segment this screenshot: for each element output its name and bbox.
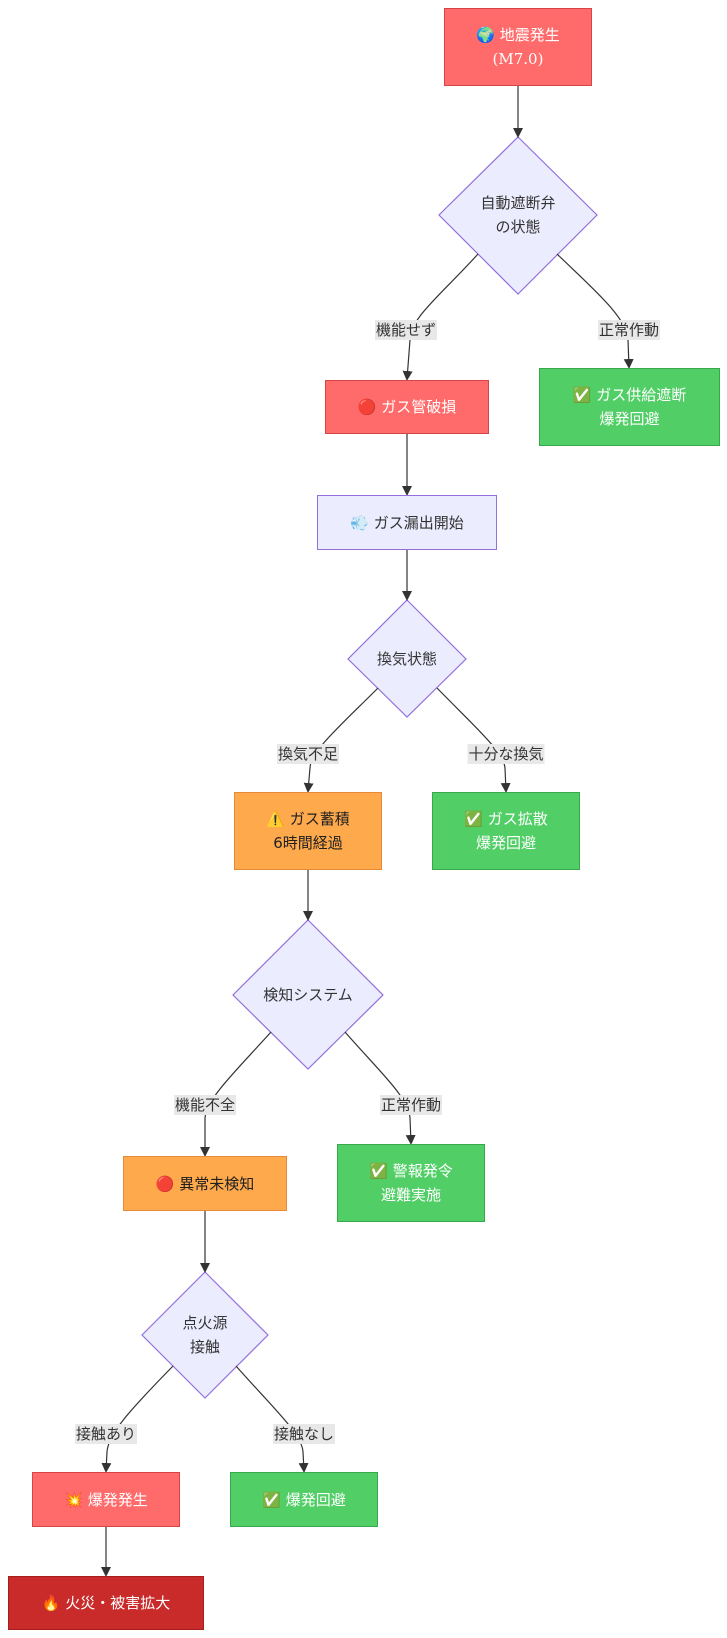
edge-label-contact-no: 接触なし	[272, 1424, 336, 1444]
decision-detection-line1: 検知システム	[263, 986, 353, 1004]
decision-ignition-line2: 接触	[189, 1338, 220, 1356]
edge-ventilation-to-dispersion	[436, 687, 511, 793]
node-earthquake: 🌍 地震発生 (M7.0)	[444, 8, 592, 86]
node-explosion-line1: 💥 爆発発生	[64, 1490, 148, 1509]
node-leak-start-line1: 💨 ガス漏出開始	[350, 513, 464, 532]
edge-label-vent-good: 十分な換気	[467, 744, 545, 764]
edge-valve-to-pipe-break	[402, 253, 479, 381]
node-pipe-break-line1: 🔴 ガス管破損	[357, 398, 457, 416]
edge-ignition-to-avoided	[235, 1365, 309, 1473]
node-explosion-avoided: ✅ 爆発回避	[230, 1472, 378, 1527]
node-supply-cut-line1: ✅ ガス供給遮断	[572, 386, 687, 404]
node-fire-damage: 🔥 火災・被害拡大	[8, 1576, 204, 1630]
node-gas-accumulation-line2: 6時間経過	[273, 834, 343, 852]
edge-valve-to-supply-cut	[556, 253, 634, 369]
edge-detection-to-alarm	[344, 1031, 416, 1145]
edge-ignition-to-explosion	[101, 1365, 174, 1473]
decision-valve: 自動遮断弁 の状態	[458, 185, 578, 245]
node-alarm-line1: ✅ 警報発令	[369, 1162, 453, 1180]
node-alarm: ✅ 警報発令 避難実施	[337, 1144, 485, 1222]
decision-ventilation: 換気状態	[352, 645, 462, 673]
node-undetected-line1: 🔴 異常未検知	[155, 1174, 255, 1193]
node-undetected: 🔴 異常未検知	[123, 1156, 287, 1211]
node-earthquake-line1: 🌍 地震発生	[476, 26, 560, 44]
decision-valve-line2: の状態	[495, 218, 541, 236]
decision-detection: 検知システム	[243, 981, 373, 1009]
node-fire-damage-line1: 🔥 火災・被害拡大	[41, 1594, 171, 1612]
decision-valve-shape	[438, 136, 598, 295]
node-explosion-avoided-line1: ✅ 爆発回避	[262, 1490, 346, 1509]
edge-label-contact-yes: 接触あり	[74, 1424, 138, 1444]
node-gas-dispersion-line1: ✅ ガス拡散	[464, 810, 548, 828]
node-supply-cut-line2: 爆発回避	[599, 410, 660, 428]
decision-valve-line1: 自動遮断弁	[480, 194, 556, 212]
decision-ventilation-line1: 換気状態	[376, 650, 437, 668]
node-leak-start: 💨 ガス漏出開始	[317, 495, 497, 550]
edge-detection-to-undetected	[200, 1031, 272, 1157]
node-supply-cut: ✅ ガス供給遮断 爆発回避	[539, 368, 720, 446]
node-alarm-line2: 避難実施	[380, 1186, 441, 1204]
node-earthquake-line2: (M7.0)	[492, 50, 544, 68]
edge-label-valve-fail: 機能せず	[374, 320, 438, 340]
edge-label-valve-ok: 正常作動	[597, 320, 661, 340]
node-gas-dispersion: ✅ ガス拡散 爆発回避	[432, 792, 580, 870]
node-pipe-break: 🔴 ガス管破損	[325, 380, 489, 434]
decision-ignition: 点火源 接触	[155, 1311, 255, 1359]
node-gas-accumulation-line1: ⚠️ ガス蓄積	[266, 810, 350, 828]
decision-ignition-line1: 点火源	[182, 1314, 228, 1332]
node-gas-accumulation: ⚠️ ガス蓄積 6時間経過	[234, 792, 382, 870]
node-explosion: 💥 爆発発生	[32, 1472, 180, 1527]
edge-label-detect-ok: 正常作動	[379, 1095, 443, 1115]
edge-ventilation-to-accumulation	[303, 687, 379, 793]
node-gas-dispersion-line2: 爆発回避	[475, 834, 536, 852]
edge-label-detect-fail: 機能不全	[173, 1095, 237, 1115]
edge-label-vent-poor: 換気不足	[276, 744, 340, 764]
